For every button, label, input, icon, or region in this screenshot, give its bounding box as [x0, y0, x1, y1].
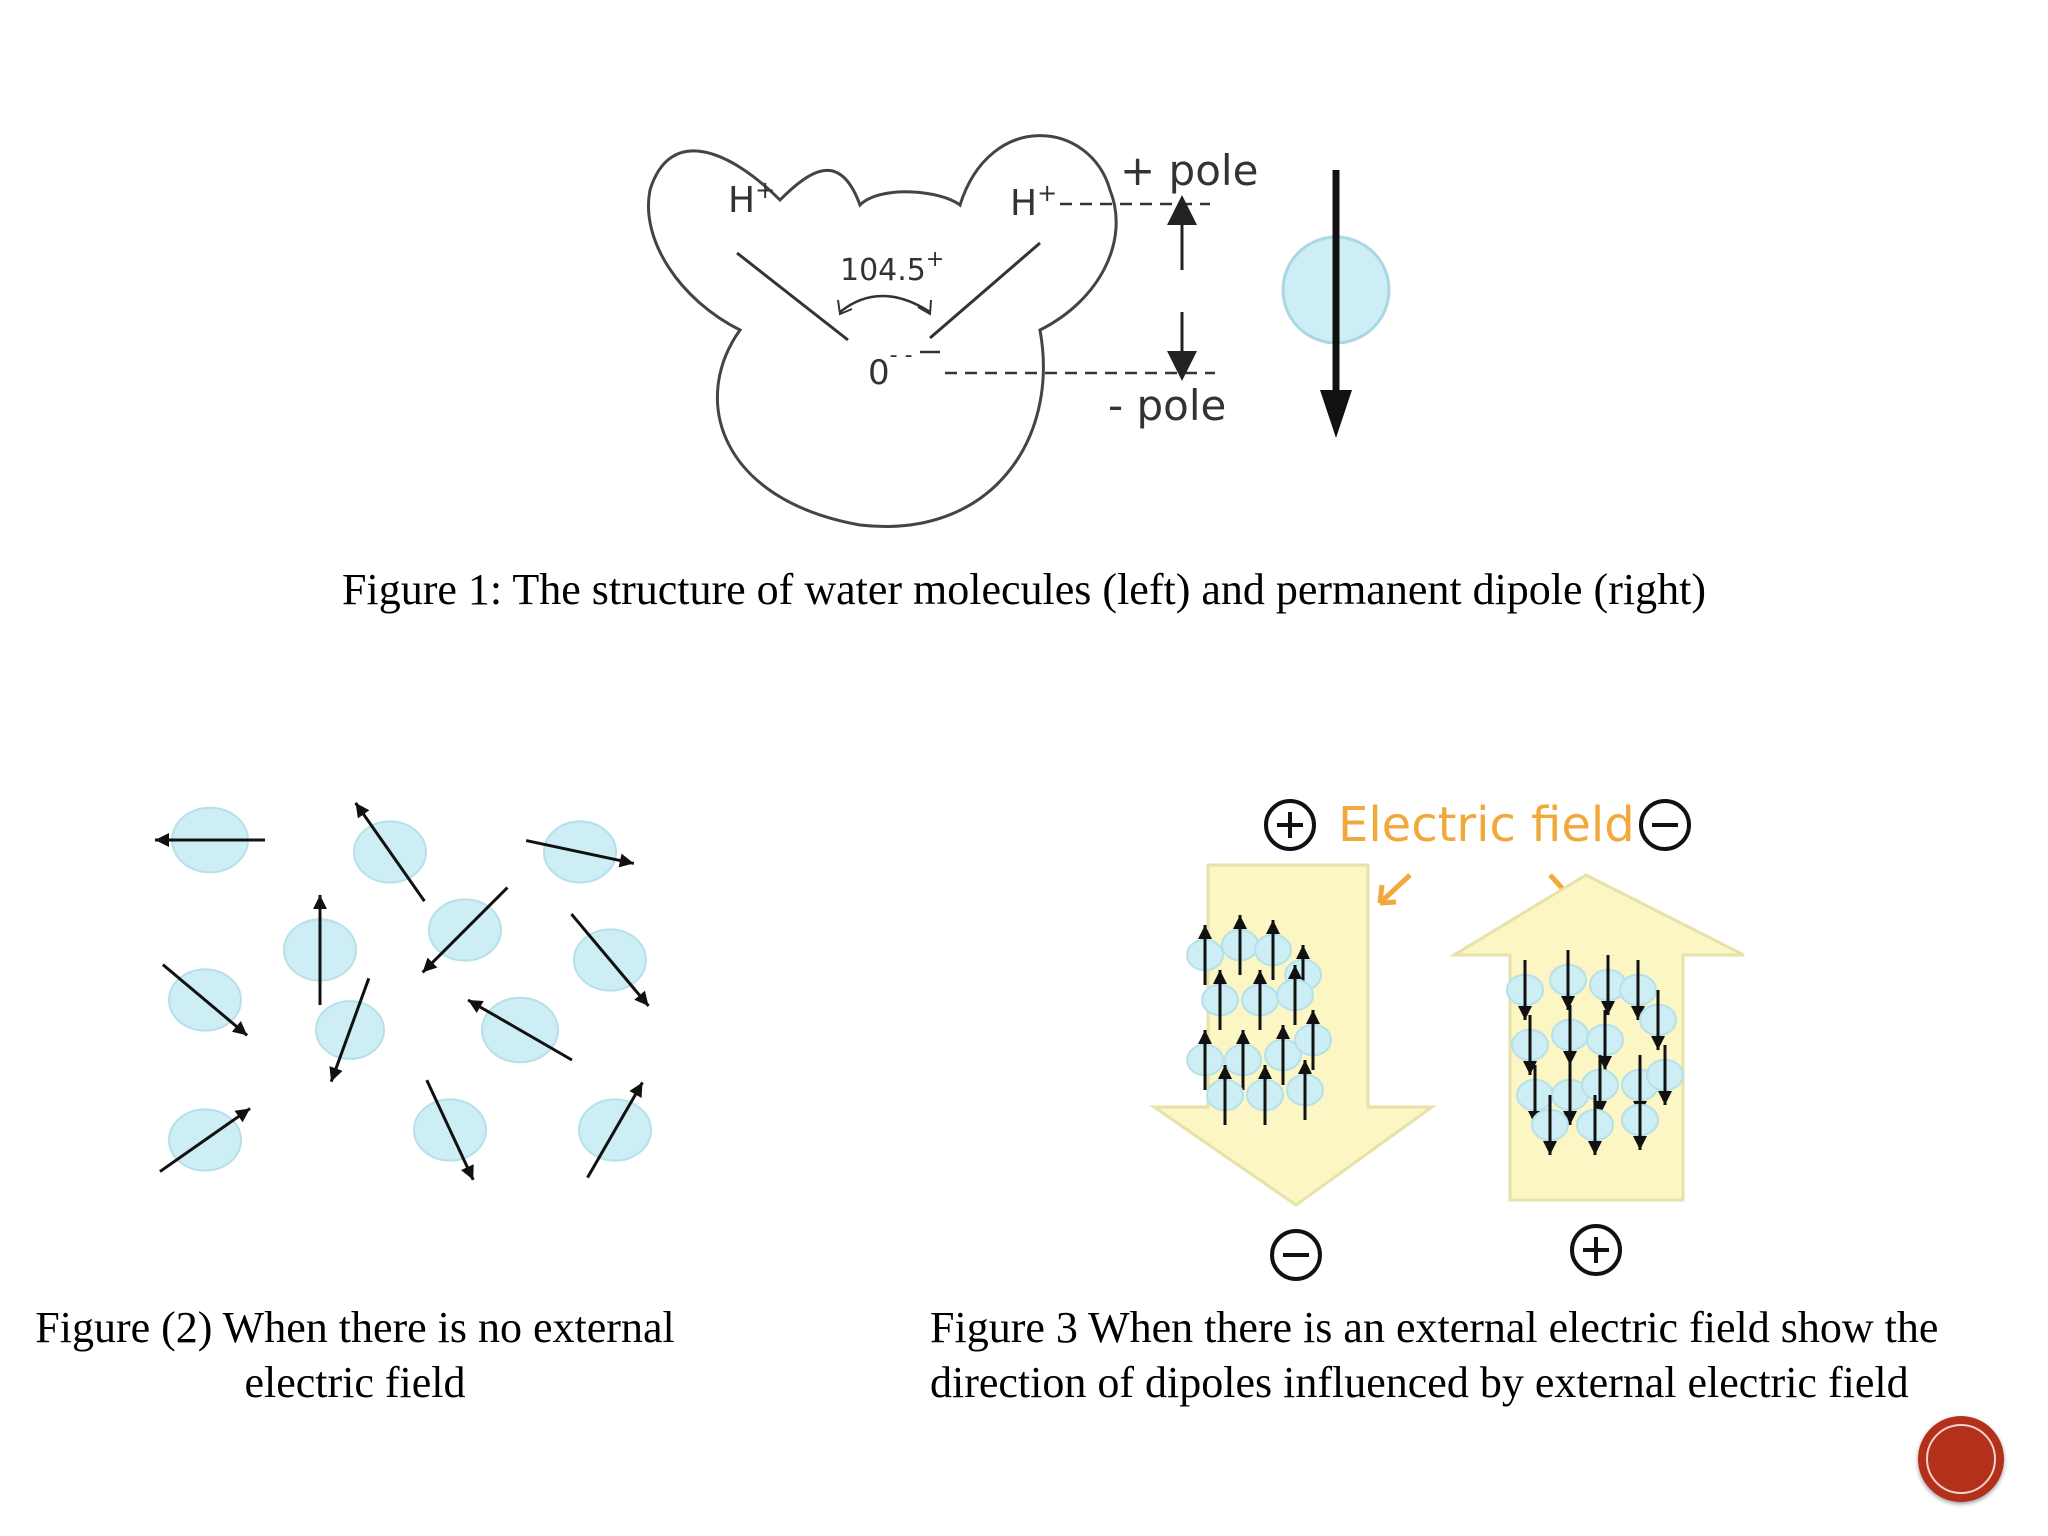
field-pointer-left-icon	[1377, 873, 1412, 906]
figure-3-caption-line-1: Figure 3 When there is an external elect…	[930, 1303, 1939, 1352]
dipole-aligned-up	[1224, 1030, 1262, 1090]
plus-sign-icon	[1264, 799, 1316, 851]
dipole-aligned-up	[1254, 920, 1292, 980]
bond-left	[736, 251, 849, 342]
plus-pole-label: + pole	[1120, 146, 1258, 195]
figure-2-caption-line-2: electric field	[244, 1358, 466, 1407]
figure-3-diagram: Electric field	[1149, 797, 1745, 1281]
figure-3-caption-line-2: direction of dipoles influenced by exter…	[930, 1358, 1909, 1407]
dipole-aligned-up	[1276, 965, 1314, 1025]
nav-button-icon[interactable]	[1918, 1416, 2004, 1502]
oxygen-label: 0- -	[868, 343, 913, 393]
dipole-aligned-down	[1531, 1095, 1569, 1155]
h-left-label: H+	[728, 176, 775, 221]
minus-sign-icon	[1639, 799, 1691, 851]
figure-2-caption: Figure (2) When there is no external ele…	[0, 1300, 710, 1410]
field-arrow-down	[1149, 863, 1437, 1207]
dipole	[467, 996, 573, 1064]
dipole-aligned-down	[1619, 960, 1657, 1020]
dipole	[283, 895, 357, 1005]
dipole	[353, 801, 427, 903]
minus-pole-label: - pole	[1108, 381, 1226, 430]
dipole-aligned-up	[1246, 1065, 1284, 1125]
dipole-aligned-up	[1201, 970, 1239, 1030]
dipole-aligned-down	[1589, 955, 1627, 1015]
dipole-aligned-up	[1186, 925, 1224, 985]
dipole-aligned-up	[1221, 915, 1259, 975]
water-molecule-outline	[647, 134, 1118, 528]
dipole	[525, 820, 635, 884]
bond-right	[929, 241, 1041, 340]
dipole	[413, 1079, 487, 1181]
dipole-aligned-up	[1206, 1065, 1244, 1125]
dipole-aligned-up	[1264, 1025, 1302, 1085]
h-right-label: H+	[1010, 179, 1057, 224]
figure-3-caption: Figure 3 When there is an external elect…	[930, 1300, 2030, 1410]
dipole	[161, 963, 249, 1037]
plus-sign-icon	[1570, 1224, 1622, 1276]
figure-1-caption: Figure 1: The structure of water molecul…	[342, 565, 1706, 614]
dipole-aligned-down	[1646, 1045, 1684, 1105]
dipole-aligned-up	[1241, 970, 1279, 1030]
permanent-dipole-arrow-head	[1320, 390, 1352, 438]
figure-2-diagram	[155, 801, 652, 1181]
dipole-aligned-down	[1511, 1015, 1549, 1075]
angle-arc	[839, 294, 931, 314]
dipole	[315, 977, 385, 1083]
dipole-aligned-up	[1186, 1030, 1224, 1090]
dipole	[578, 1081, 652, 1179]
dipole-aligned-up	[1294, 1010, 1332, 1070]
dipole	[155, 806, 265, 874]
electric-field-label: Electric field	[1338, 797, 1635, 853]
angle-label: 104.5+	[840, 247, 944, 288]
dipole-aligned-down	[1506, 960, 1544, 1020]
dipole-aligned-down	[1639, 990, 1677, 1050]
dipole	[421, 886, 509, 974]
dipole-aligned-down	[1551, 1005, 1589, 1065]
dipole-aligned-down	[1576, 1095, 1614, 1155]
dipole	[570, 913, 650, 1007]
figure-1-diagram: H+ H+ 104.5+ 0- - + pole - pole	[647, 134, 1391, 528]
dipole-aligned-up	[1286, 1060, 1324, 1120]
dipole-aligned-down	[1581, 1055, 1619, 1115]
dipole-aligned-down	[1621, 1090, 1659, 1150]
dipole	[159, 1107, 251, 1173]
figure-2-caption-line-1: Figure (2) When there is no external	[35, 1303, 675, 1352]
dipole-aligned-down	[1549, 950, 1587, 1010]
minus-sign-icon	[1270, 1229, 1322, 1281]
